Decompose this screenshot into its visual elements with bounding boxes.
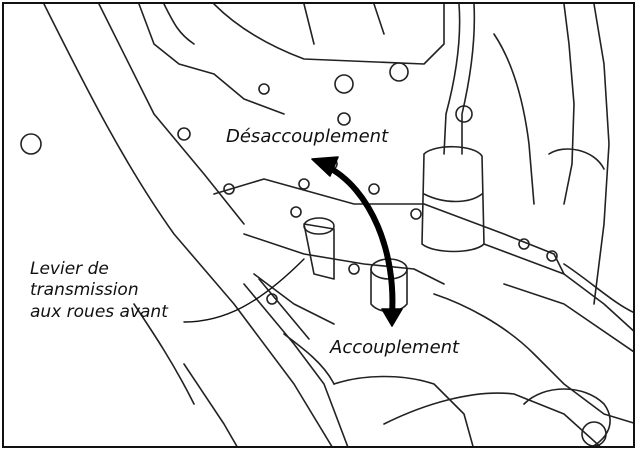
lever-callout: Levier de transmission aux roues avant xyxy=(30,259,168,323)
decoupling-label: Désaccouplement xyxy=(222,126,393,149)
lever-callout-line-3: aux roues avant xyxy=(30,301,168,322)
diagram-frame: Désaccouplement Accouplement Levier de t… xyxy=(2,2,635,448)
lever-callout-line-2: transmission xyxy=(30,280,139,301)
coupling-label: Accouplement xyxy=(326,337,464,360)
lever-callout-line-1: Levier de xyxy=(30,259,109,279)
engine-line-drawing xyxy=(20,4,633,446)
